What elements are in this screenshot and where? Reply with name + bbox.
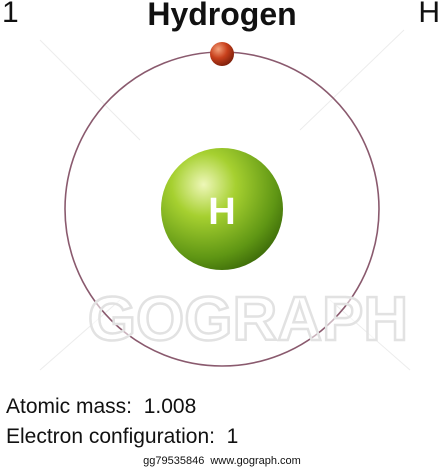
nucleus-symbol: H [208, 191, 235, 233]
footer-credit: gg79535846 www.gograph.com [0, 456, 444, 467]
electron-config-value: 1 [226, 425, 239, 448]
electron [210, 42, 234, 66]
atomic-mass-value: 1.008 [143, 395, 197, 418]
site-url: www.gograph.com [210, 455, 301, 467]
element-symbol-corner: H [418, 0, 440, 29]
background-lines [39, 29, 411, 371]
atomic-number: 1 [2, 0, 19, 29]
nucleus [161, 148, 283, 270]
image-code: gg79535846 [143, 455, 205, 467]
element-name-title: Hydrogen [147, 0, 297, 32]
watermark: GOGRAPH [88, 285, 408, 354]
atomic-mass-label: Atomic mass: [6, 395, 133, 418]
electron-config-line: Electron configuration: 1 [6, 426, 238, 447]
atomic-mass-line: Atomic mass: 1.008 [6, 396, 196, 417]
electron-config-label: Electron configuration: [6, 425, 215, 448]
